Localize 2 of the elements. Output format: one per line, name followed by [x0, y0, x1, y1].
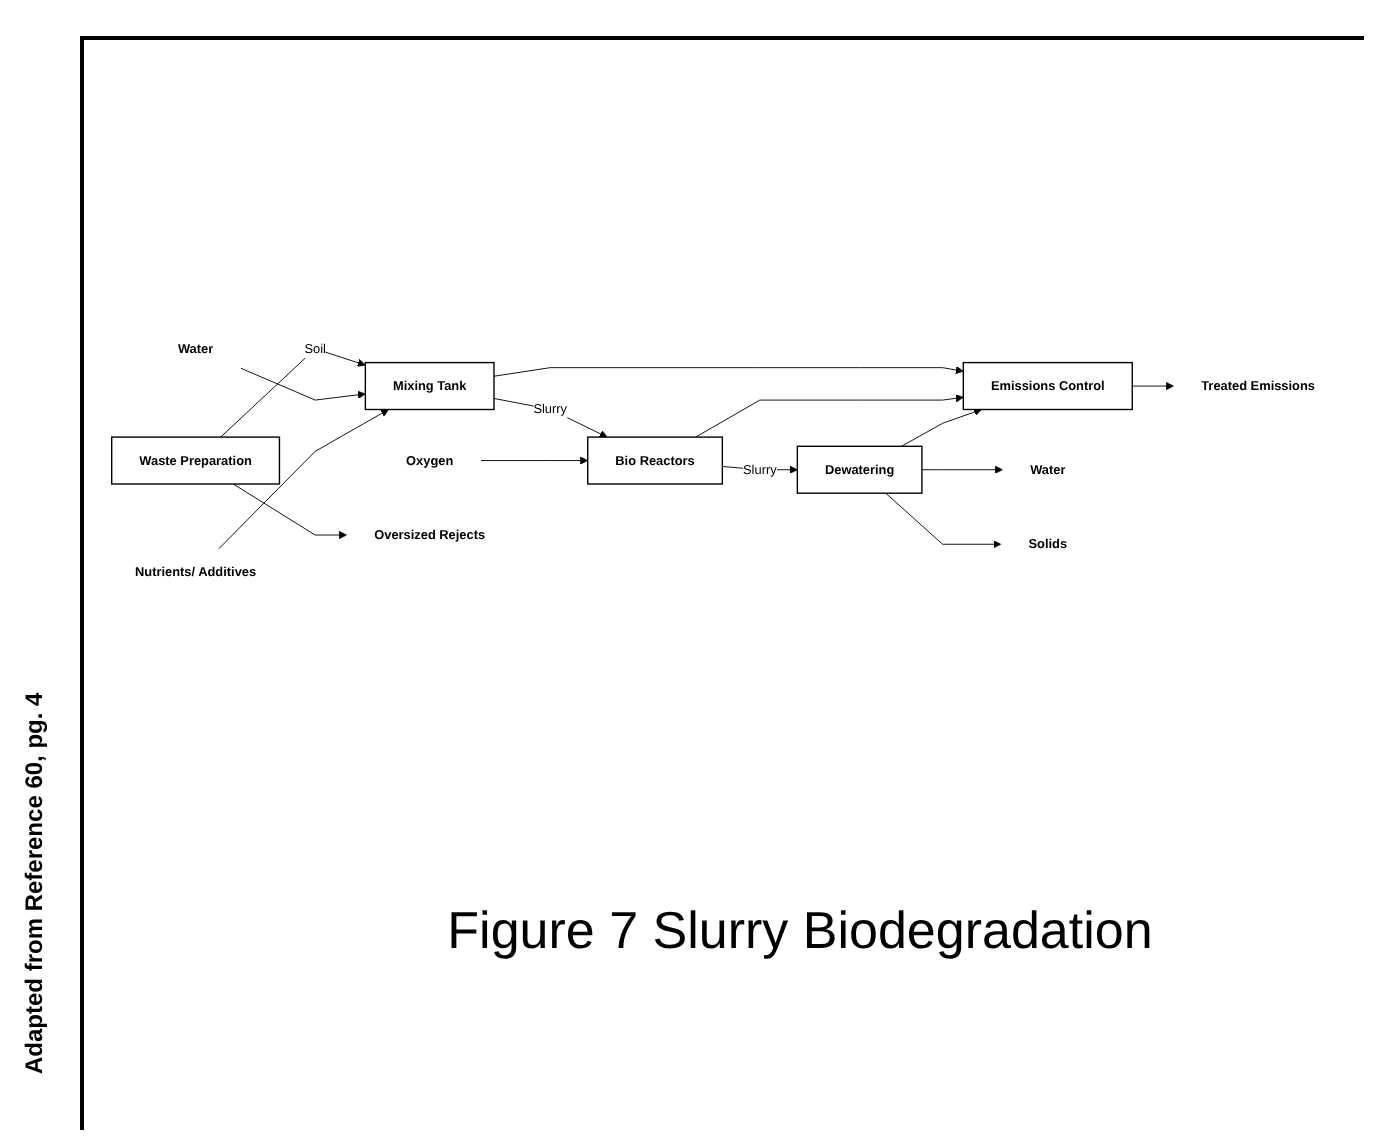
- source-note: Adapted from Reference 60, pg. 4: [20, 690, 48, 1074]
- figure-caption: Figure 7 Slurry Biodegradation: [445, 900, 1155, 960]
